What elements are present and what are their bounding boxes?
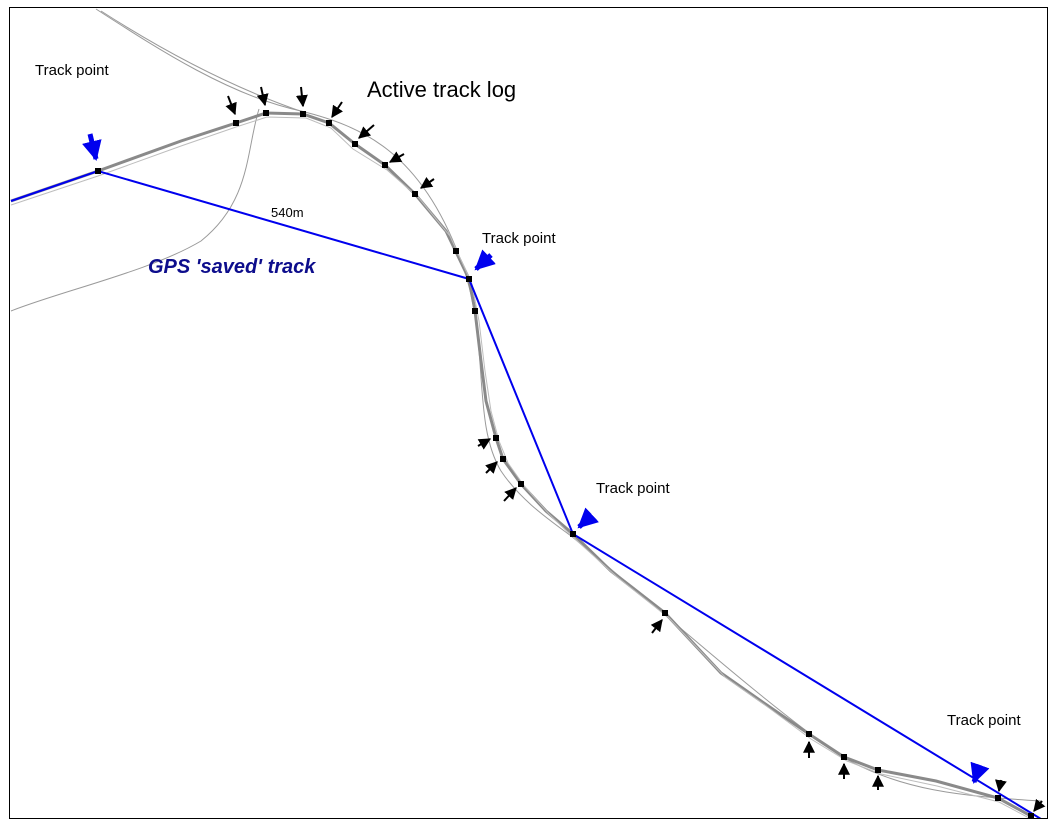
square-marker-icon [662, 610, 668, 616]
square-marker-icon [300, 111, 306, 117]
active-track-line-1 [10, 111, 1032, 818]
trail-upper [95, 8, 572, 537]
square-marker-icon [233, 120, 239, 126]
square-marker-icon [518, 481, 524, 487]
square-marker-icon [412, 191, 418, 197]
square-marker-icon [472, 308, 478, 314]
blue-arrow-icon [577, 507, 600, 529]
blue-arrow-icon [474, 249, 496, 271]
square-marker-icon [570, 531, 576, 537]
blue-arrow-icon [82, 133, 102, 161]
square-marker-icon [875, 767, 881, 773]
black-arrow-icon [650, 619, 663, 634]
map-canvas [10, 8, 1046, 818]
saved-point-arrows [82, 133, 990, 784]
black-arrow-icon [995, 779, 1007, 793]
segment-length-label: 540m [271, 205, 304, 220]
black-arrow-icon [358, 124, 375, 139]
black-arrow-icon [295, 86, 308, 108]
background-trails [10, 8, 1042, 802]
black-arrow-icon [420, 176, 435, 189]
black-arrow-icon [1033, 798, 1046, 812]
square-marker-icon [326, 120, 332, 126]
trail-ridge [100, 10, 307, 114]
square-marker-icon [493, 435, 499, 441]
active-track-line-2 [10, 116, 1031, 818]
square-marker-icon [453, 248, 459, 254]
square-marker-icon [841, 754, 847, 760]
square-marker-icon [466, 276, 472, 282]
track-point-label-3: Track point [596, 480, 670, 497]
track-point-label-4: Track point [947, 712, 1021, 729]
track-point-label-1: Track point [35, 62, 109, 79]
track-point-label-2: Track point [482, 230, 556, 247]
black-arrow-icon [503, 487, 517, 502]
active-track-log [10, 111, 1032, 818]
black-arrow-icon [256, 86, 269, 107]
square-marker-icon [263, 110, 269, 116]
square-marker-icon [995, 795, 1001, 801]
black-arrow-icon [388, 151, 405, 163]
black-arrow-icon [477, 438, 492, 450]
square-marker-icon [382, 162, 388, 168]
square-marker-icon [500, 456, 506, 462]
map-view[interactable]: Track point Active track log 540m Track … [9, 7, 1048, 819]
active-track-log-label: Active track log [367, 77, 517, 102]
square-marker-icon [352, 141, 358, 147]
square-marker-icon [806, 731, 812, 737]
blue-arrow-icon [970, 761, 990, 784]
black-arrow-icon [331, 101, 343, 118]
black-arrow-icon [225, 95, 237, 116]
square-marker-icon [95, 168, 101, 174]
log-point-arrows [225, 86, 1046, 812]
trail-loop [10, 108, 260, 312]
black-arrow-icon [485, 461, 498, 474]
square-marker-icon [1028, 813, 1034, 818]
log-point-squares [95, 110, 1034, 818]
gps-saved-track-label: GPS 'saved' track [148, 256, 316, 278]
